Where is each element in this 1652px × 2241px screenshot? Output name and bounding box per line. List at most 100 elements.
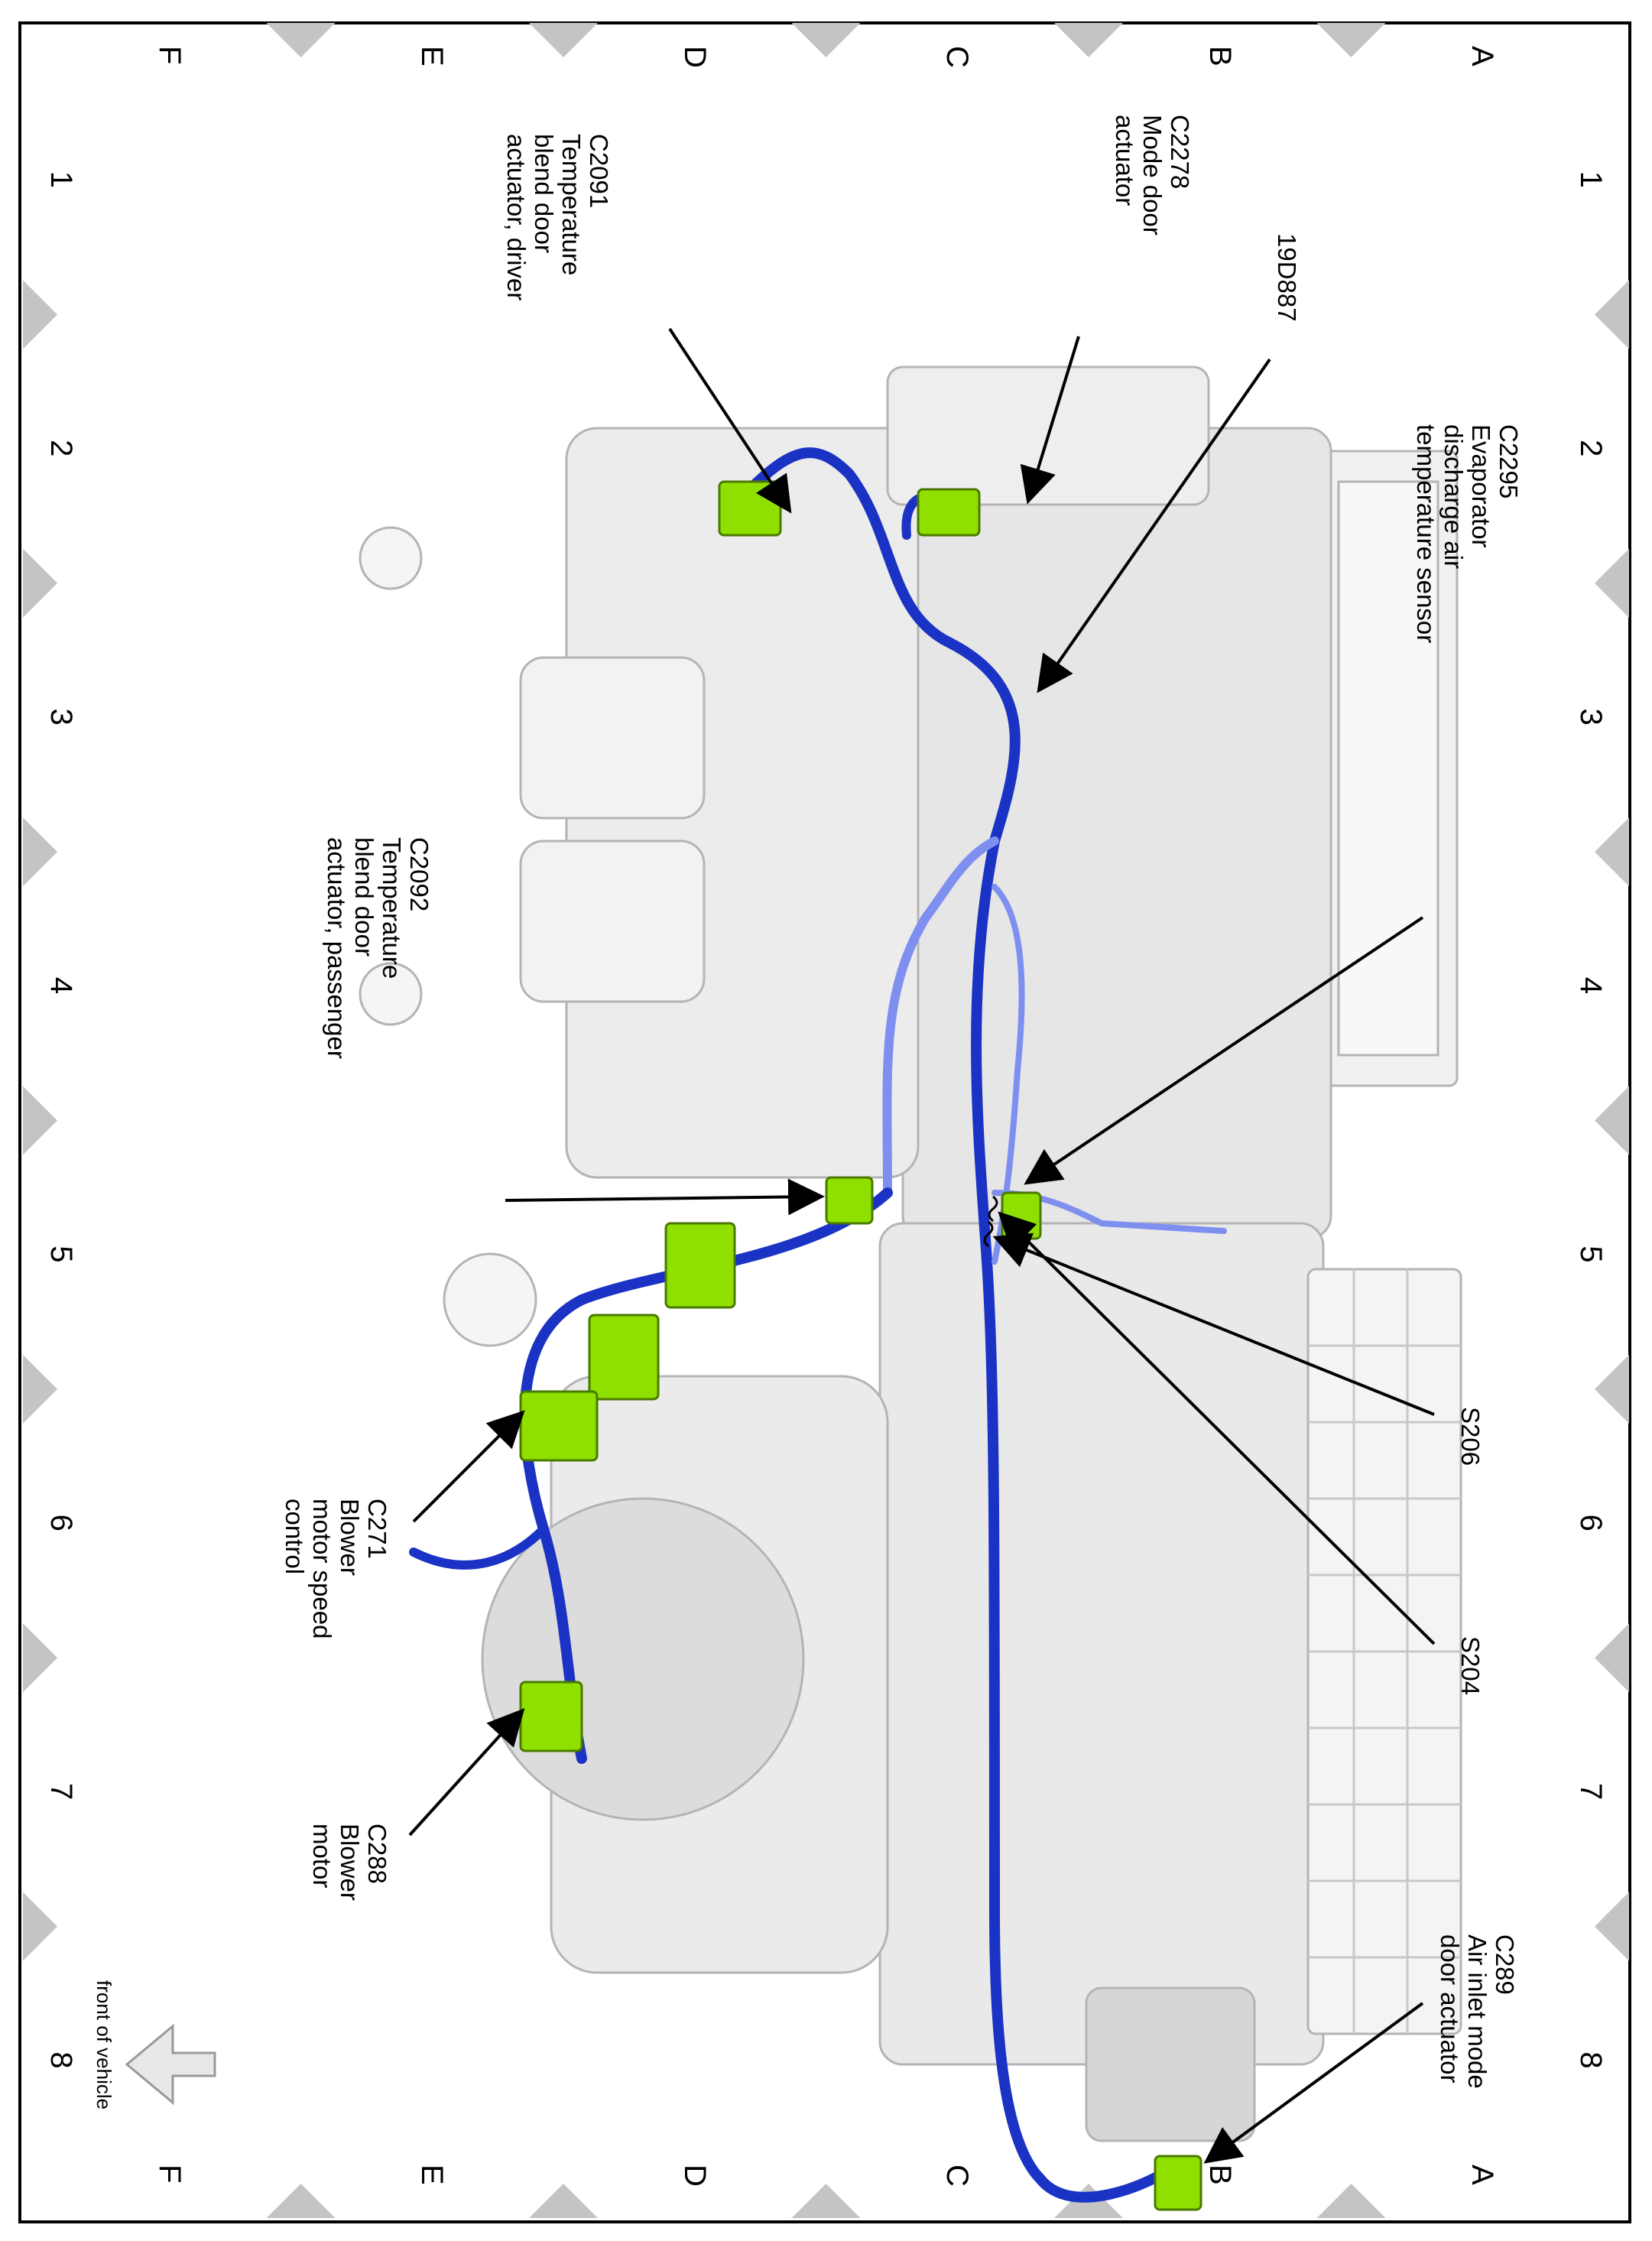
- callout-c2278-code: C2278: [1166, 115, 1194, 190]
- grid-row-label: F: [152, 2165, 187, 2184]
- grid-border-triangle: [23, 1086, 57, 1155]
- callout-c2295-line-3: temperature sensor: [1412, 424, 1440, 644]
- callout-c289-code: C289: [1491, 1934, 1519, 1995]
- evaporator-core: [1337, 480, 1439, 1057]
- grid-column-label: 1: [1574, 171, 1608, 188]
- callout-s204-code: S204: [1456, 1636, 1485, 1696]
- filter-box: [878, 1222, 1325, 2066]
- blower-motor: [481, 1497, 805, 1821]
- harness-evap-branch: [882, 836, 999, 1197]
- grid-row-label: F: [152, 46, 187, 65]
- grid-border-triangle: [23, 548, 57, 618]
- callout-c288-line-1: Blower: [336, 1824, 364, 1901]
- callout-c289: C289 Air inlet mode door actuator: [1436, 1934, 1519, 2089]
- leader-c288: [408, 1708, 525, 1837]
- grid-column-label: 3: [44, 708, 78, 726]
- connector-c271-b: [588, 1314, 660, 1401]
- grid-row-label: E: [415, 46, 450, 67]
- callout-c289-line-2: door actuator: [1436, 1934, 1464, 2083]
- splice-s206-marker: [983, 1220, 994, 1248]
- callout-c2091-line-3: actuator, driver: [502, 134, 531, 301]
- connector-c289: [1154, 2155, 1202, 2211]
- grid-border-triangle: [1595, 1892, 1629, 1961]
- grid-column-label: 6: [44, 1514, 78, 1531]
- front-of-vehicle-arrow: [125, 2023, 216, 2106]
- grid-border-triangle: [266, 2184, 336, 2218]
- grid-row-label: D: [677, 46, 712, 68]
- front-of-vehicle-note: front of vehicle: [92, 1980, 115, 2110]
- connector-c2278: [917, 488, 981, 537]
- callout-c271-line-3: control: [281, 1499, 309, 1575]
- leader-c2295: [1024, 916, 1424, 1185]
- connector-c2092: [825, 1176, 874, 1225]
- grid-border-triangle: [1595, 817, 1629, 887]
- mount-lug-1: [359, 526, 423, 590]
- callout-c288-code: C288: [363, 1824, 391, 1884]
- grid-column-label: 8: [44, 2051, 78, 2069]
- grid-column-label: 1: [44, 171, 78, 188]
- callout-c2091-line-2: blend door: [530, 134, 558, 253]
- grid-row-label: C: [940, 46, 975, 68]
- callout-c2092-code: C2092: [405, 837, 433, 912]
- grid-border-triangle: [23, 1354, 57, 1424]
- grid-column-label: 6: [1574, 1514, 1608, 1531]
- grid-row-label: C: [940, 2165, 975, 2187]
- grid-row-label: D: [677, 2165, 712, 2187]
- grid-row-label: A: [1465, 2165, 1500, 2185]
- callout-c2092-line-2: blend door: [350, 837, 378, 956]
- grid-border-triangle: [791, 2184, 861, 2218]
- grid-border-triangle: [1316, 2184, 1386, 2218]
- connector-c271: [519, 1390, 599, 1462]
- grid-column-label: 4: [44, 976, 78, 995]
- grid-border-triangle: [1595, 1623, 1629, 1693]
- mount-lug-2: [359, 962, 423, 1026]
- callout-c271-line-1: Blower: [336, 1499, 364, 1576]
- grid-border-triangle: [23, 280, 57, 349]
- grid-border-triangle: [529, 2184, 598, 2218]
- grid-border-triangle: [1316, 23, 1386, 57]
- grid-column-label: 2: [44, 440, 78, 457]
- grid-border-triangle: [1595, 1354, 1629, 1424]
- leader-c289: [1203, 2002, 1424, 2164]
- grid-row-label: A: [1465, 46, 1500, 67]
- harness-blower-branch: [519, 1187, 893, 1764]
- callout-c271-code: C271: [363, 1499, 391, 1559]
- callout-c2091-code: C2091: [585, 134, 613, 209]
- connector-c2091: [718, 480, 782, 537]
- callout-c2092-line-1: Temperature: [378, 837, 406, 979]
- leader-c2092: [505, 1178, 825, 1216]
- callout-19d887-code: 19D887: [1273, 233, 1301, 322]
- hvac-housing: [359, 365, 1462, 2142]
- leader-s204: [998, 1211, 1436, 1645]
- callout-c2278-line-1: Mode door: [1138, 115, 1167, 235]
- connector-c2295: [1001, 1191, 1042, 1240]
- harness-passenger-branch: [409, 1525, 548, 1570]
- callout-s206-code: S206: [1456, 1407, 1485, 1466]
- connector-c288: [519, 1681, 583, 1752]
- filter-grid-lines: [1308, 1269, 1461, 2034]
- grid-border-triangle: [1595, 1086, 1629, 1155]
- grid-border-triangle: [1054, 23, 1123, 57]
- callout-c2091: C2091 Temperature blend door actuator, d…: [502, 134, 613, 301]
- main-case: [901, 427, 1332, 1240]
- grid-column-label: 7: [44, 1782, 78, 1801]
- mount-lug-3: [443, 1252, 537, 1347]
- grid-border-triangle: [529, 23, 598, 57]
- callout-s204: S204: [1456, 1636, 1485, 1696]
- grid-row-label: E: [415, 2165, 450, 2185]
- callout-c288-line-2: motor: [308, 1824, 336, 1889]
- grid-border-triangle: [1595, 548, 1629, 618]
- callout-c288: C288 Blower motor: [308, 1824, 391, 1901]
- callout-c2278: C2278 Mode door actuator: [1111, 115, 1194, 235]
- splice-s204-marker: [988, 1195, 998, 1223]
- callout-s206: S206: [1456, 1407, 1485, 1466]
- grid-border-triangle: [23, 817, 57, 887]
- grid-column-label: 3: [1574, 708, 1608, 726]
- callout-19d887: 19D887: [1273, 233, 1301, 322]
- grid-column-label: 8: [1574, 2051, 1608, 2069]
- grid-column-label: 5: [1574, 1246, 1608, 1263]
- callout-c2295: C2295 Evaporator discharge air temperatu…: [1412, 424, 1523, 644]
